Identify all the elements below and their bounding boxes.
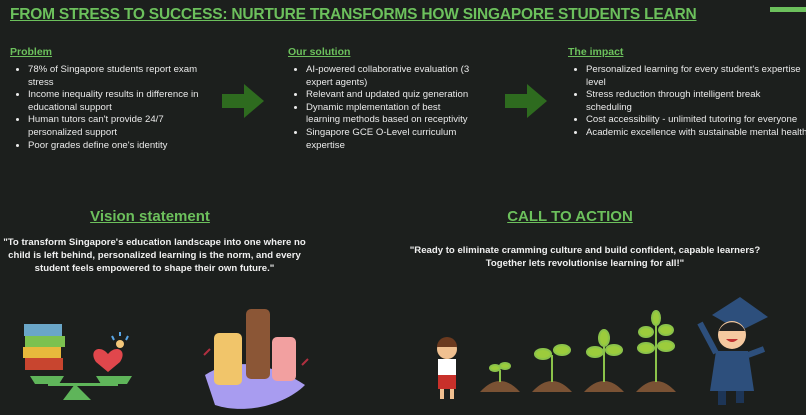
list-item: Personalized learning for every student'… — [586, 64, 806, 89]
list-item: 78% of Singapore students report exam st… — [28, 64, 210, 89]
list-item: Poor grades define one's identity — [28, 140, 210, 153]
solution-column: Our solution AI-powered collaborative ev… — [288, 46, 473, 152]
raised-fists-icon — [203, 309, 309, 409]
problem-heading: Problem — [10, 46, 53, 58]
list-item: Human tutors can't provide 24/7 personal… — [28, 114, 210, 139]
list-item: Relevant and updated quiz generation — [306, 89, 473, 102]
graduate-icon — [697, 297, 768, 405]
solution-heading: Our solution — [288, 46, 351, 58]
list-item: Stress reduction through intelligent bre… — [586, 89, 806, 114]
list-item: Cost accessibility - unlimited tutoring … — [586, 114, 806, 127]
list-item: Dynamic mplementation of best learning m… — [306, 102, 473, 127]
student-icon — [437, 337, 457, 399]
cta-heading: CALL TO ACTION — [507, 208, 633, 225]
decorative-bar — [770, 7, 806, 12]
cta-text: "Ready to eliminate cramming culture and… — [409, 245, 761, 269]
vision-text: "To transform Singapore's education land… — [3, 237, 306, 274]
list-item: Academic excellence with sustainable men… — [586, 127, 806, 140]
impact-column: The impact Personalized learning for eve… — [568, 46, 806, 140]
problem-column: Problem 78% of Singapore students report… — [10, 46, 210, 152]
books-balance-icon — [23, 324, 132, 400]
list-item: Singapore GCE O-Level curriculum experti… — [306, 127, 473, 152]
arrow-right-icon — [222, 84, 264, 118]
vision-heading: Vision statement — [90, 208, 210, 225]
plant-growth-icon — [480, 310, 676, 392]
arrow-right-icon — [505, 84, 547, 118]
impact-heading: The impact — [568, 46, 624, 58]
list-item: AI-powered collaborative evaluation (3 e… — [306, 64, 473, 89]
list-item: Income inequality results in difference … — [28, 89, 210, 114]
page-title: FROM STRESS TO SUCCESS: NURTURE TRANSFOR… — [10, 6, 697, 23]
